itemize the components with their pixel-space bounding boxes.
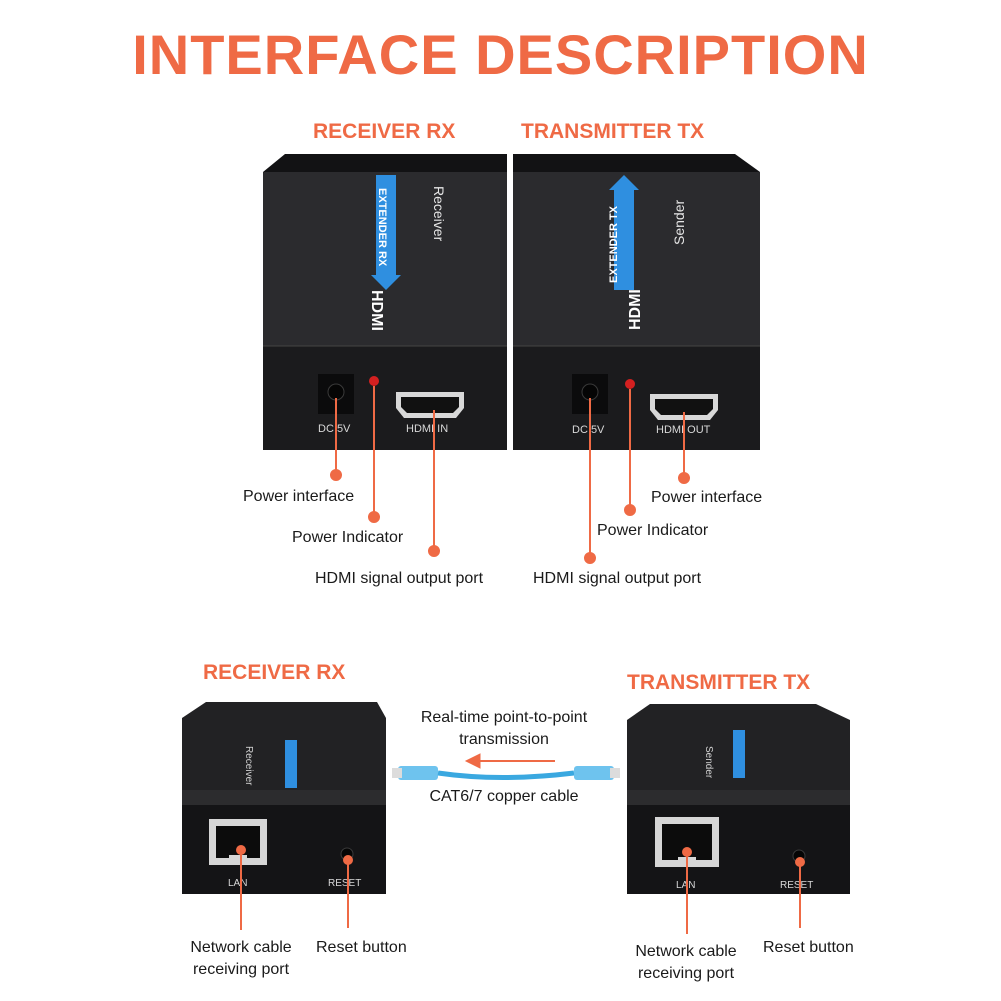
rx-port-left-label: DC 5V — [318, 423, 351, 435]
bottom-receiver-label: RECEIVER RX — [203, 661, 346, 684]
rx-power-port — [318, 374, 354, 414]
bottom-rx-network-line2: receiving port — [192, 961, 290, 978]
tx-side-text: Sender — [671, 200, 687, 245]
bottom-rx-label-strip — [285, 740, 297, 788]
bottom-rx-device — [182, 702, 386, 894]
bottom-tx-reset-label: Reset button — [763, 939, 854, 956]
bottom-tx-callout-lines — [682, 847, 805, 934]
tx-extender-text: EXTENDER TX — [608, 205, 620, 283]
rx-port-right-label: HDMI IN — [406, 423, 448, 435]
bottom-tx-network-line2: receiving port — [637, 965, 735, 982]
rx-brand-text: HDMI — [368, 290, 385, 331]
rx-hdmi-port — [396, 392, 464, 418]
tx-hdmi-port-label: HDMI signal output port — [533, 570, 702, 587]
top-receiver-label: RECEIVER RX — [313, 120, 456, 143]
rx-callout-lines — [330, 386, 440, 557]
rx-power-interface-label: Power interface — [243, 488, 355, 505]
bottom-rx-callout-lines — [236, 845, 353, 930]
transmission-direction-arrow — [464, 753, 555, 769]
tx-power-interface-label: Power interface — [651, 489, 763, 506]
cat-cable — [392, 766, 620, 780]
bottom-rx-network-line1: Network cable — [190, 939, 292, 956]
rx-extender-text: EXTENDER RX — [376, 188, 388, 267]
rx-power-led — [369, 376, 379, 386]
tx-power-indicator-label: Power Indicator — [597, 522, 709, 539]
top-transmitter-label: TRANSMITTER TX — [521, 120, 705, 143]
tx-callout-lines — [584, 389, 690, 564]
bottom-tx-label-strip — [733, 730, 745, 778]
tx-hdmi-port — [650, 394, 718, 420]
bottom-rx-side-text: Receiver — [243, 746, 254, 786]
cable-label: CAT6/7 copper cable — [429, 788, 579, 805]
tx-extender-device — [513, 154, 760, 450]
transmission-line2: transmission — [459, 731, 549, 748]
bottom-tx-port-right: RESET — [780, 880, 813, 891]
rx-hdmi-port-label: HDMI signal output port — [315, 570, 484, 587]
tx-power-led — [625, 379, 635, 389]
bottom-rx-lan-port — [209, 819, 267, 865]
page-title: INTERFACE DESCRIPTION — [132, 23, 869, 86]
tx-direction-arrow — [609, 175, 639, 290]
tx-port-left-label: DC 5V — [572, 424, 605, 436]
rx-extender-device — [263, 154, 507, 450]
bottom-rx-port-right: RESET — [328, 878, 361, 889]
tx-brand-text: HDMI — [627, 289, 644, 330]
bottom-tx-side-text: Sender — [703, 746, 714, 779]
bottom-transmitter-label: TRANSMITTER TX — [627, 671, 811, 694]
transmission-line1: Real-time point-to-point — [420, 709, 588, 726]
rx-power-indicator-label: Power Indicator — [292, 529, 404, 546]
bottom-tx-port-left: LAN — [676, 880, 695, 891]
bottom-tx-network-line1: Network cable — [635, 943, 737, 960]
rx-direction-arrow — [371, 175, 401, 290]
bottom-rx-port-left: LAN — [228, 878, 247, 889]
bottom-rx-reset-label: Reset button — [316, 939, 407, 956]
rx-side-text: Receiver — [431, 186, 447, 242]
